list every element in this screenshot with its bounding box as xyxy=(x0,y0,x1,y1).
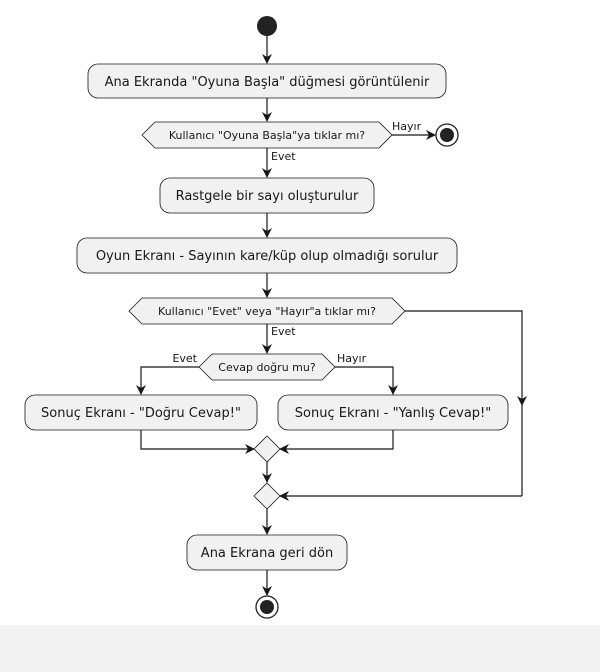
label-start-yes: Evet xyxy=(271,150,296,163)
edge-wrong-to-merge xyxy=(279,430,394,454)
activity-ask-square-cube-label: Oyun Ekranı - Sayının kare/küp olup olma… xyxy=(96,249,439,264)
label-start-no: Hayır xyxy=(392,120,422,133)
edge-correct-to-merge xyxy=(140,430,255,454)
merge-node-final xyxy=(253,482,281,510)
activity-result-correct-label: Sonuç Ekranı - "Doğru Cevap!" xyxy=(41,406,241,421)
activity-show-start-button-label: Ana Ekranda "Oyuna Başla" düğmesi görünt… xyxy=(105,75,430,90)
label-correct-no: Hayır xyxy=(337,352,367,365)
merge-node-result xyxy=(253,435,281,463)
label-answer-yes: Evet xyxy=(271,325,296,338)
activity-result-wrong-label: Sonuç Ekranı - "Yanlış Cevap!" xyxy=(295,406,491,421)
activity-generate-number-label: Rastgele bir sayı oluşturulur xyxy=(176,189,359,204)
end-node-core xyxy=(260,600,274,614)
decision-start-clicked-label: Kullanıcı "Oyuna Başla"ya tıklar mı? xyxy=(169,129,365,142)
edge-correct-yes xyxy=(136,366,199,395)
decision-answer-clicked-label: Kullanıcı "Evet" veya "Hayır"a tıklar mı… xyxy=(158,305,376,318)
edge-correct-no xyxy=(335,366,398,395)
decision-answer-correct-label: Cevap doğru mu? xyxy=(218,361,316,374)
activity-diagram: Ana Ekranda "Oyuna Başla" düğmesi görünt… xyxy=(24,16,527,619)
end-node-early-core xyxy=(440,128,454,142)
activity-back-to-main-label: Ana Ekrana geri dön xyxy=(201,546,333,561)
diagram-canvas: Ana Ekranda "Oyuna Başla" düğmesi görünt… xyxy=(0,0,600,625)
edge-answer-no xyxy=(405,310,527,406)
start-node xyxy=(257,16,277,36)
label-correct-yes: Evet xyxy=(172,352,197,365)
